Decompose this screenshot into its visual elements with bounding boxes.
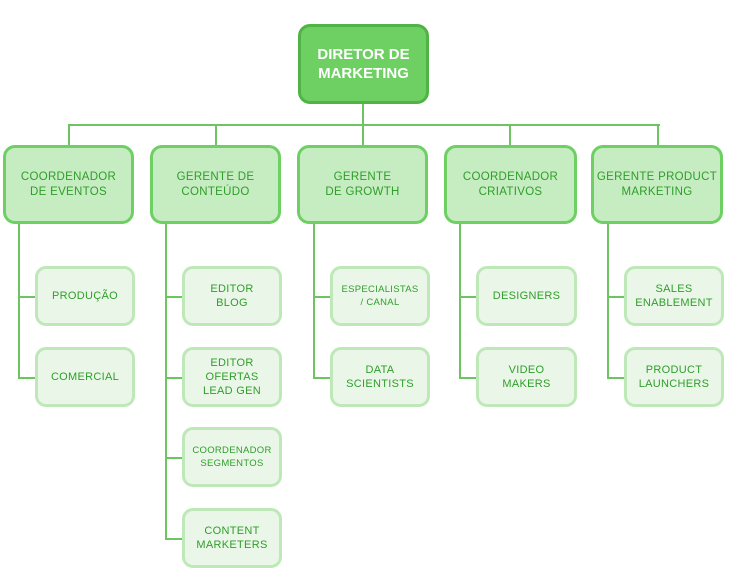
connector-dept-4 — [509, 124, 511, 146]
role-node-comercial: COMERCIAL — [35, 347, 135, 407]
connector-child-2-4 — [165, 538, 185, 540]
role-node-sales-enablement: SALES ENABLEMENT — [624, 266, 724, 326]
dept-node-coordenador-criativos: COORDENADOR CRIATIVOS — [444, 145, 577, 224]
connector-child-5-2 — [607, 377, 627, 379]
connector-root-down — [362, 103, 364, 125]
connector-vertical-5 — [607, 223, 609, 378]
role-node-video-makers: VIDEO MAKERS — [476, 347, 577, 407]
root-node: DIRETOR DE MARKETING — [298, 24, 429, 104]
connector-vertical-3 — [313, 223, 315, 378]
connector-child-2-1 — [165, 296, 185, 298]
dept-node-coordenador-eventos: COORDENADOR DE EVENTOS — [3, 145, 134, 224]
connector-child-1-1 — [18, 296, 38, 298]
role-node-coordenador-segmentos: COORDENADOR SEGMENTOS — [182, 427, 282, 487]
role-node-producao: PRODUÇÃO — [35, 266, 135, 326]
connector-dept-3 — [362, 124, 364, 146]
dept-node-gerente-conteudo: GERENTE DE CONTEÚDO — [150, 145, 281, 224]
dept-node-gerente-growth: GERENTE DE GROWTH — [297, 145, 428, 224]
connector-child-1-2 — [18, 377, 38, 379]
role-node-editor-ofertas: EDITOR OFERTAS LEAD GEN — [182, 347, 282, 407]
role-node-data-scientists: DATA SCIENTISTS — [330, 347, 430, 407]
connector-dept-1 — [68, 124, 70, 146]
connector-child-3-2 — [313, 377, 333, 379]
dept-node-gerente-product-marketing: GERENTE PRODUCT MARKETING — [591, 145, 723, 224]
connector-vertical-1 — [18, 223, 20, 378]
connector-vertical-2 — [165, 223, 167, 539]
connector-child-4-2 — [459, 377, 479, 379]
connector-dept-5 — [657, 124, 659, 146]
connector-horizontal-bus — [68, 124, 660, 126]
connector-child-5-1 — [607, 296, 627, 298]
connector-child-2-2 — [165, 377, 185, 379]
connector-child-2-3 — [165, 457, 185, 459]
connector-vertical-4 — [459, 223, 461, 378]
role-node-content-marketers: CONTENT MARKETERS — [182, 508, 282, 568]
connector-child-4-1 — [459, 296, 479, 298]
role-node-editor-blog: EDITOR BLOG — [182, 266, 282, 326]
role-node-especialistas-canal: ESPECIALISTAS / CANAL — [330, 266, 430, 326]
role-node-product-launchers: PRODUCT LAUNCHERS — [624, 347, 724, 407]
connector-child-3-1 — [313, 296, 333, 298]
role-node-designers: DESIGNERS — [476, 266, 577, 326]
connector-dept-2 — [215, 124, 217, 146]
